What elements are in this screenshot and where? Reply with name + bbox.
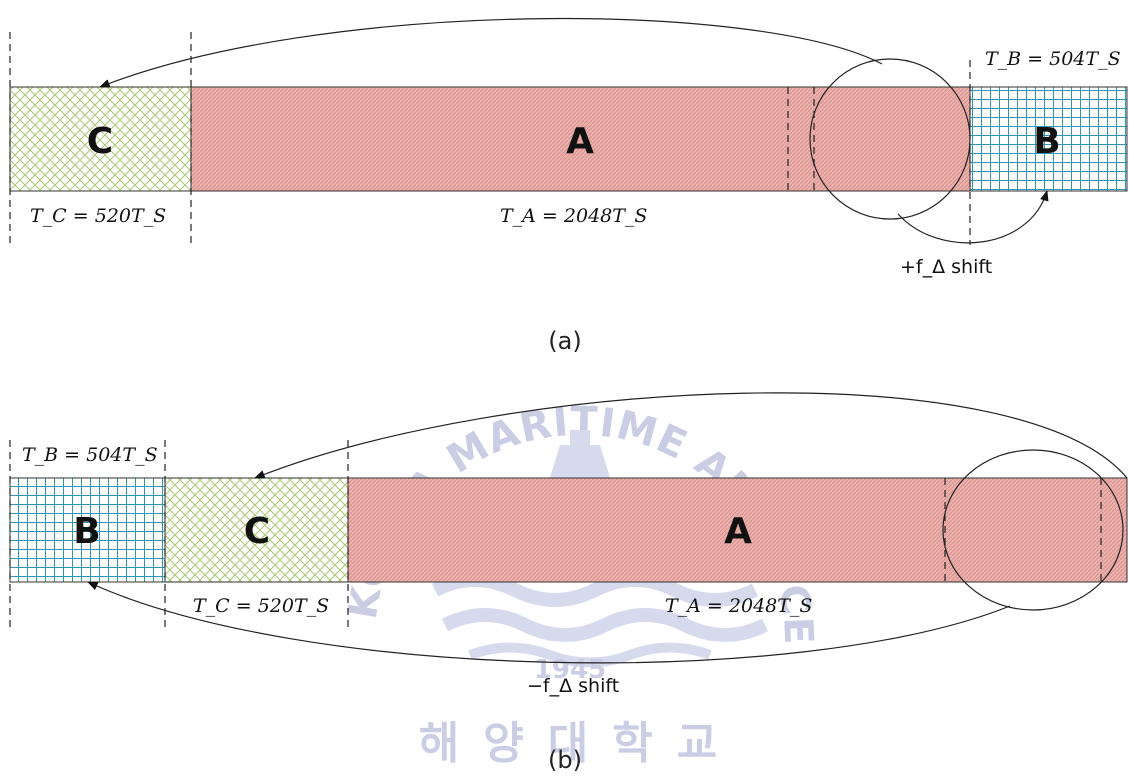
segment-c-block — [164, 477, 349, 583]
segment-a-letter: A — [566, 121, 594, 162]
seal-korean-text: 해양대학교 — [419, 718, 741, 769]
copy-region-ellipse — [942, 449, 1124, 611]
segment-b-duration-label: T_B = 504T_S — [22, 444, 158, 466]
segment-b-block — [969, 86, 1128, 192]
shift-arrow-to-b — [897, 189, 1049, 244]
diagram-a: C A B T_C = 520T_S T_A = 2048T_S T_B = 5… — [9, 17, 1128, 355]
caption-a: (a) — [548, 327, 581, 355]
segment-c-duration-label: T_C = 520T_S — [193, 595, 329, 617]
segment-a-letter: A — [724, 511, 752, 552]
shift-arrow-to-b — [87, 581, 1011, 664]
copy-arrow-to-c — [98, 17, 883, 88]
segment-b-letter: B — [73, 511, 100, 552]
boundary-lines — [9, 32, 971, 245]
negative-shift-label: −f_Δ shift — [527, 675, 619, 697]
segment-c-block — [9, 86, 192, 192]
segment-c-letter: C — [244, 511, 270, 552]
copy-arrow-to-c — [253, 392, 1128, 479]
segment-a-duration-label: T_A = 2048T_S — [665, 595, 812, 617]
seal-year: 1945 — [534, 655, 606, 685]
segment-a-duration-label: T_A = 2048T_S — [500, 205, 647, 227]
segment-a-block — [347, 477, 1128, 583]
segment-b-letter: B — [1033, 121, 1060, 162]
segment-c-letter: C — [87, 121, 113, 162]
diagram-b: B C A T_B = 504T_S T_C = 520T_S T_A = 20… — [9, 392, 1128, 774]
positive-shift-label: +f_Δ shift — [900, 256, 992, 278]
boundary-lines — [9, 440, 1102, 632]
segment-b-duration-label: T_B = 504T_S — [985, 48, 1121, 70]
caption-b: (b) — [548, 746, 582, 774]
segment-c-duration-label: T_C = 520T_S — [30, 205, 166, 227]
segment-b-block — [9, 477, 166, 583]
copy-region-ellipse — [809, 58, 971, 220]
segment-a-block — [190, 86, 971, 192]
